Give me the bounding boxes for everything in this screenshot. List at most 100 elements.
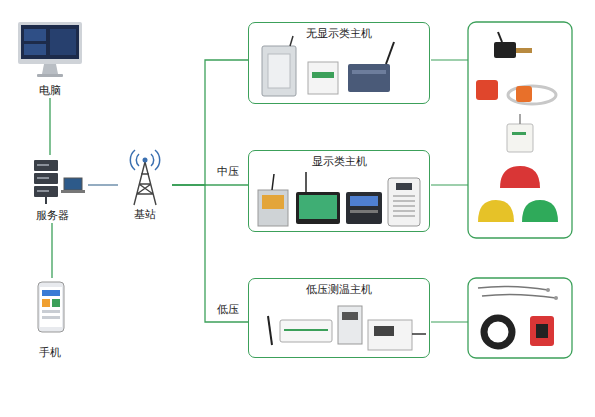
monitor-screen	[21, 25, 79, 59]
display-screen	[262, 195, 284, 209]
lv-host	[338, 306, 362, 344]
connector-line	[172, 185, 248, 322]
signal-waves	[130, 150, 159, 170]
screen-panel	[50, 29, 76, 55]
display-button	[350, 210, 378, 213]
link-wire	[431, 184, 468, 185]
phone-node: 手机	[24, 278, 76, 360]
node-label: 电脑	[39, 84, 61, 98]
connector-line	[51, 223, 52, 278]
server-unit	[34, 173, 58, 184]
server-unit	[34, 186, 58, 197]
din-module	[308, 62, 338, 94]
antenna	[272, 174, 274, 190]
base-station-node: 基站	[118, 150, 172, 222]
link-wire	[431, 321, 468, 322]
sensor-cap	[500, 166, 540, 188]
vent-grill	[393, 196, 415, 216]
tower-top	[143, 158, 148, 163]
gateway-box	[348, 64, 390, 92]
clamp-sensor	[530, 316, 554, 346]
sensor-group-frame	[468, 22, 572, 238]
laptop-base	[61, 190, 85, 193]
antenna	[268, 316, 272, 345]
connector-line	[88, 184, 118, 185]
host-enclosure	[262, 46, 296, 96]
computer-node: 电脑	[14, 18, 86, 98]
lv-screen	[342, 312, 358, 320]
lv-screen	[374, 326, 394, 336]
node-label: 服务器	[36, 209, 69, 223]
phone-widget	[42, 310, 60, 313]
sensor	[516, 86, 532, 102]
tower-mast	[134, 162, 156, 205]
server-slot	[37, 177, 49, 179]
monitor-stand	[42, 64, 58, 74]
laptop-screen	[64, 178, 82, 190]
sensor-group-frame	[468, 278, 572, 358]
lv-host	[280, 320, 332, 342]
display-host	[346, 192, 382, 224]
host-door	[268, 54, 290, 88]
sensor-antenna	[498, 32, 502, 42]
sensor	[494, 42, 516, 58]
screen-panel	[24, 29, 46, 41]
sensor-mark	[512, 132, 526, 135]
phone-screen	[40, 287, 62, 327]
sensor-antenna	[519, 114, 521, 124]
server-leg	[45, 197, 47, 204]
node-label: 基站	[134, 208, 156, 222]
phone-widget	[42, 290, 60, 296]
connector-line	[49, 98, 50, 155]
display-host	[258, 190, 288, 226]
lv-host	[368, 320, 412, 350]
node-label: 手机	[39, 346, 61, 360]
phone-widget	[42, 299, 50, 307]
server-slot	[37, 190, 49, 192]
sensor	[476, 80, 498, 100]
monitor-base	[37, 74, 63, 77]
probe-tip	[546, 288, 550, 292]
display-screen	[299, 195, 337, 219]
server-unit	[34, 160, 58, 171]
server-slot	[37, 164, 49, 166]
cable	[412, 333, 426, 335]
sensor-cap	[522, 200, 558, 222]
link-wire	[431, 59, 468, 60]
phone-widget	[42, 316, 60, 319]
gateway-strip	[352, 70, 386, 74]
host-box: 低压测温主机	[248, 278, 430, 358]
display-screen	[396, 183, 412, 190]
host-box: 无显示类主机	[248, 22, 430, 104]
box-title: 低压测温主机	[306, 283, 372, 297]
display-host	[296, 192, 340, 224]
sensor-lug	[516, 48, 532, 53]
monitor-frame	[18, 22, 82, 64]
ct-ring	[484, 318, 512, 346]
sensor-cap	[478, 200, 514, 222]
phone-body	[38, 282, 64, 332]
voltage-label: 低压	[217, 303, 239, 317]
server-node: 服务器	[16, 155, 88, 223]
antenna	[305, 172, 307, 192]
lv-strip	[284, 329, 328, 331]
antenna	[386, 42, 394, 64]
box-title: 显示类主机	[312, 155, 367, 169]
sensor-band	[508, 86, 556, 104]
antenna	[290, 36, 293, 46]
host-box: 显示类主机	[248, 150, 430, 232]
probe-wire	[478, 286, 556, 298]
sensor	[507, 124, 533, 152]
voltage-label: 中压	[217, 165, 239, 179]
probe-tip	[554, 296, 558, 300]
box-title: 无显示类主机	[306, 27, 372, 41]
clamp-core	[536, 324, 548, 338]
screen-panel	[24, 44, 46, 55]
din-strip	[312, 72, 334, 78]
connector-line	[172, 60, 248, 185]
dehumidifier-case	[388, 178, 420, 226]
